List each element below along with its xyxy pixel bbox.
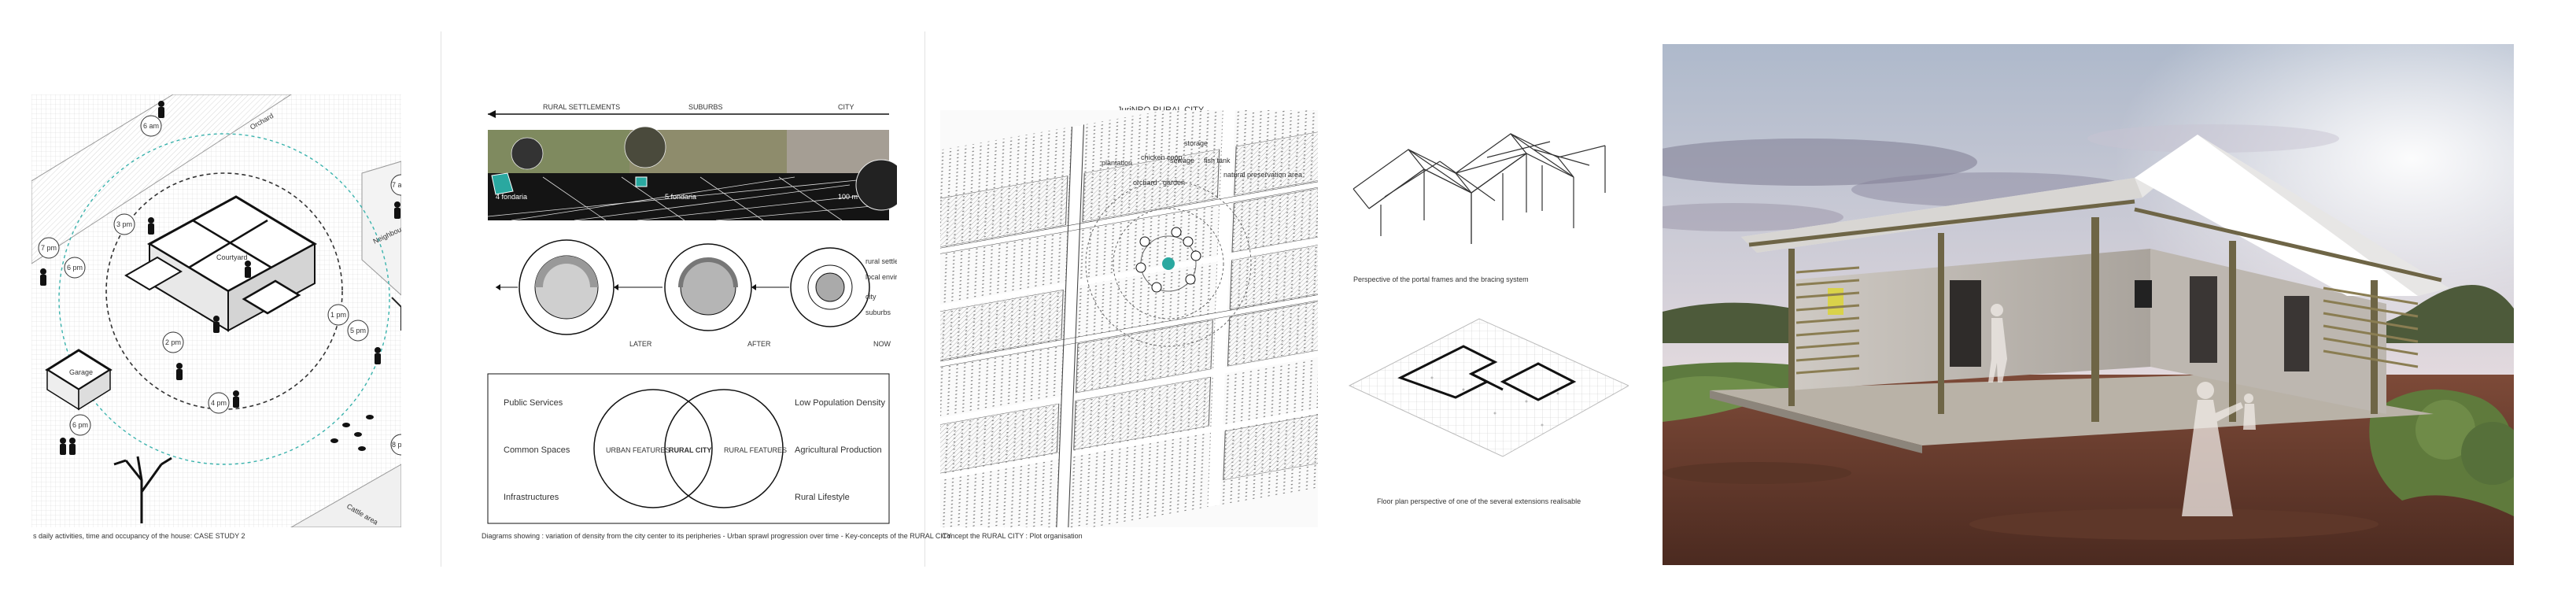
time-bubble-5: 2 pm [165,338,181,346]
time-bubble-1: 6 am [143,122,159,130]
label-rural-settlements: RURAL SETTLEMENTS [543,103,620,111]
house-render-image [1663,44,2514,565]
garage-box: Garage [45,349,113,411]
panel1-caption: s daily activities, time and occupancy o… [33,532,245,540]
plot-icons [1135,227,1201,293]
density-panel: RURAL SETTLEMENTS SUBURBS CITY 4 fondari… [480,98,921,531]
label-storage: storage [1184,139,1208,147]
ring-legend-1: rural settlement [865,257,897,265]
floor-plan-perspective [1348,318,1630,457]
caption-portal-frames: Perspective of the portal frames and the… [1353,275,1529,283]
ring-legend-2: local environment [865,273,897,281]
rural-city-panel: JuriNRO RURAL CITY [940,98,1318,527]
density-diagrams: RURAL SETTLEMENTS SUBURBS CITY 4 fondari… [487,103,921,524]
ring-legend-3: city [865,293,877,301]
plot-grid [940,110,1318,527]
map-label-left: 4 fondaria [496,193,527,201]
time-bubble-7: 5 pm [350,327,366,334]
label-garden: garden [1163,179,1185,187]
ring-legend-4: suburbs [865,309,891,316]
ring-later [519,239,614,335]
people-figures-render [1988,304,2256,516]
label-chicken-coop: chicken coop [1141,153,1183,161]
ring-label-after: AFTER [747,340,771,348]
venn-left-item-2: Common Spaces [504,445,570,455]
venn-box [487,373,890,524]
time-bubble-6: 1 pm [330,311,346,319]
venn-right-item-3: Rural Lifestyle [795,493,850,502]
venn-circle-rural [664,389,784,508]
portal-frames-perspective [1353,133,1606,244]
time-bubble-3: 7 pm [41,244,57,252]
courtyard-label: Courtyard [216,253,248,261]
venn-rural-label: RURAL FEATURES [724,446,787,454]
label-natural-preservation: natural preservation area [1223,171,1302,179]
time-bubble-4: 6 pm [67,264,83,272]
people-figures [40,101,400,455]
venn-right-item-1: Low Population Density [795,398,885,408]
venn-left-item-3: Infrastructures [504,493,559,502]
ring-label-later: LATER [629,340,652,348]
label-plantation: plantation [1102,159,1132,167]
time-bubble-9: 7 am [392,181,401,189]
venn-right-item-2: Agricultural Production [795,445,882,455]
rural-city-plan: JuriNRO RURAL CITY [940,105,1318,527]
aerial-map-strip: 4 fondaria 5 fondaria 100 m [487,126,907,221]
label-sewage: sewage [1170,157,1194,164]
ring-label-now: NOW [873,340,891,348]
map-scale: 100 m [838,193,858,201]
label-suburbs: SUBURBS [688,103,723,111]
venn-circle-urban [593,389,713,508]
chickens [330,415,374,451]
activity-diagram-panel: Orchard Neighbour Cattle area Courtyard … [31,94,412,528]
time-bubble-11: 8 pm [392,441,401,449]
label-fish-tank: fish tank [1204,157,1231,164]
label-orchard: orchard [1133,179,1157,187]
house-axonometric [124,195,318,332]
label-city: CITY [838,103,854,111]
panel3-caption: Concept the RURAL CITY : Plot organisati… [942,532,1083,540]
caption-floor-plan: Floor plan perspective of one of the sev… [1377,497,1581,505]
house-marker [1162,257,1175,270]
house-render [1663,44,2514,565]
venn-urban-label: URBAN FEATURES [606,446,670,454]
venn-center-label: RURAL CITY [669,446,711,454]
map-label-middle: 5 fondaria [665,193,696,201]
activity-diagram: Orchard Neighbour Cattle area Courtyard … [31,94,412,528]
structure-drawings: Perspective of the portal frames and the… [1348,133,1630,505]
tree-icon [113,456,172,523]
ring-after [664,243,752,331]
garage-label: Garage [69,368,93,376]
time-bubble-2: 3 pm [116,220,132,228]
outer-time-circle [58,133,390,465]
ring-now [790,247,870,327]
venn-left-item-1: Public Services [504,398,563,408]
time-bubble-10: 4 pm [211,399,227,407]
panel2-caption: Diagrams showing : variation of density … [482,532,952,540]
structure-panel: Perspective of the portal frames and the… [1345,118,1630,527]
time-bubble-8: 6 pm [72,421,88,429]
